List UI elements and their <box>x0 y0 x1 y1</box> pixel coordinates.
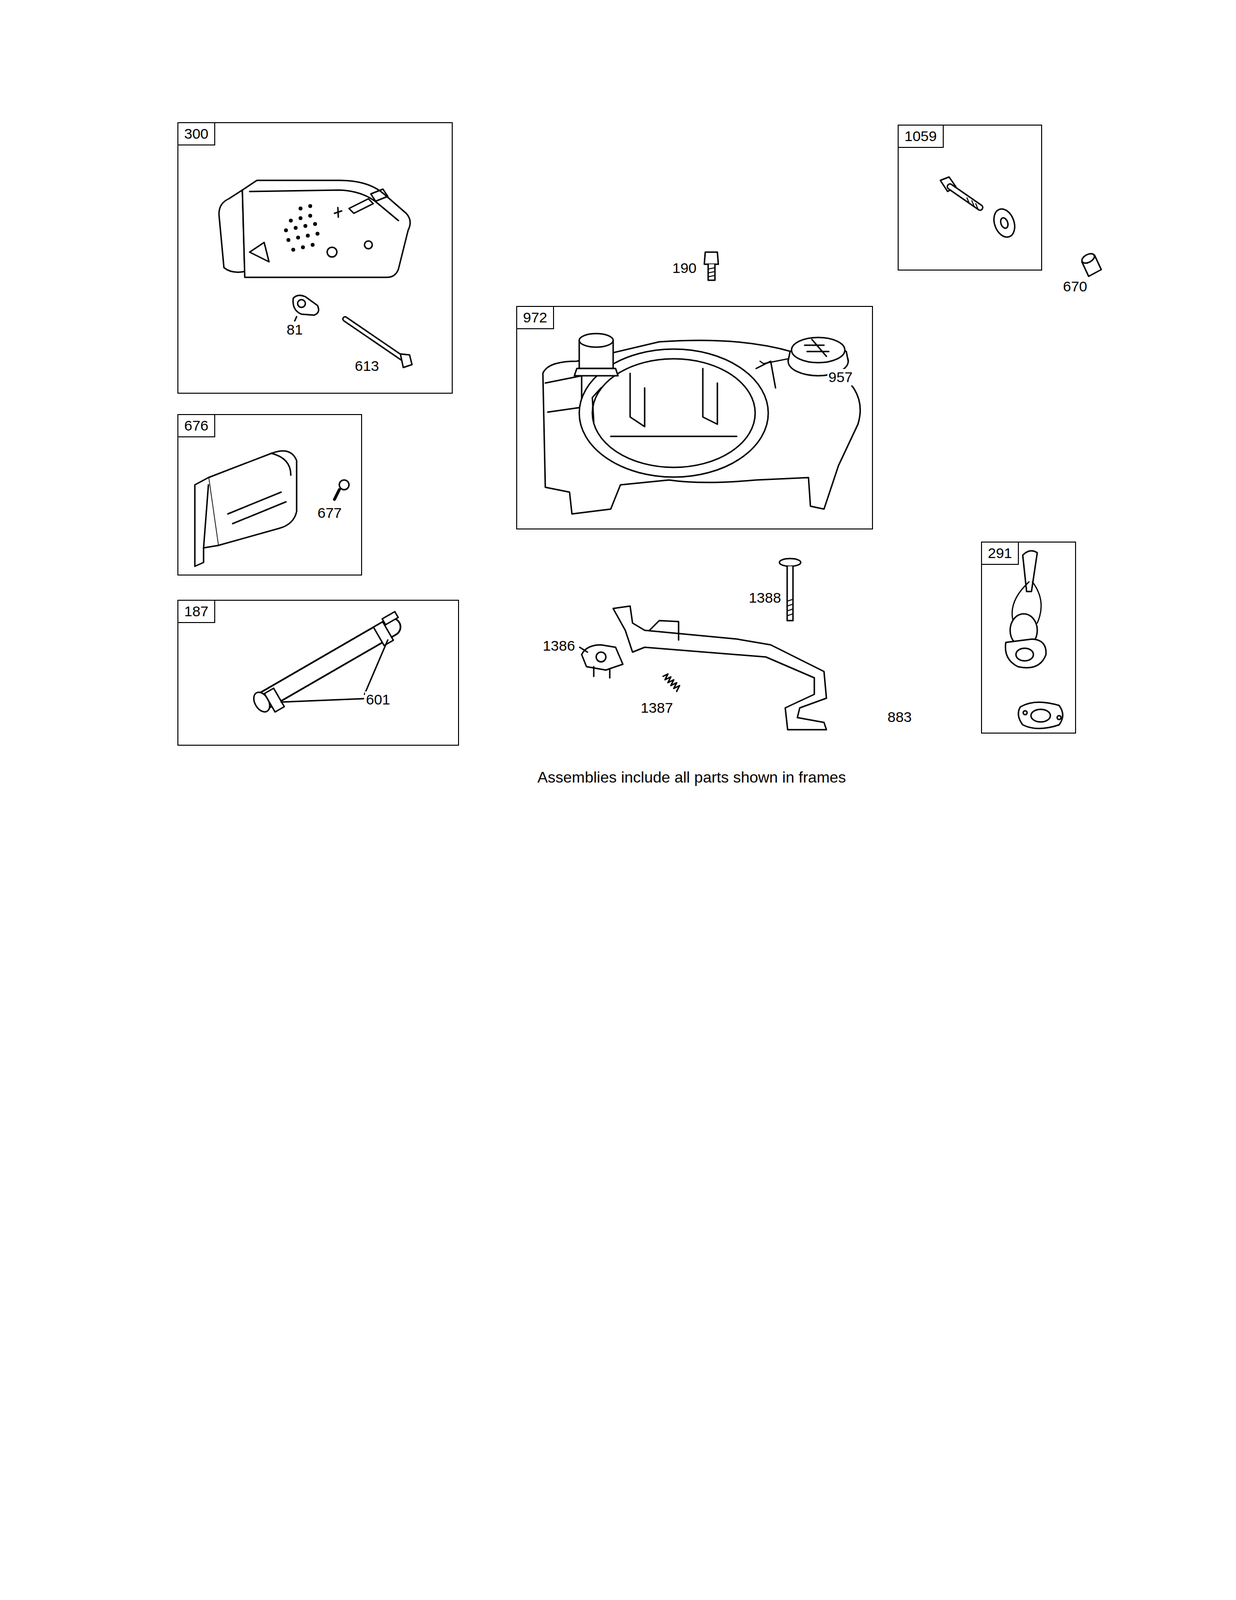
lock-plate <box>293 295 319 316</box>
screw <box>334 479 349 500</box>
callout-number: 1387 <box>639 699 675 717</box>
callout-number: 957 <box>827 368 854 386</box>
tube <box>250 611 399 715</box>
assembly-frame: 972 <box>516 305 873 530</box>
callout-number: 601 <box>364 691 392 709</box>
leader-line <box>579 647 588 652</box>
assembly-frame: 187 <box>177 599 460 746</box>
muffler-guard <box>194 450 297 567</box>
leader-line <box>294 316 297 321</box>
callout-number: 190 <box>671 259 698 277</box>
assembly-number: 972 <box>517 306 555 330</box>
callout-number: 1388 <box>747 589 783 607</box>
assembly-number: 1059 <box>898 125 944 148</box>
assembly-number: 300 <box>178 123 216 146</box>
caption: Assemblies include all parts shown in fr… <box>537 767 847 787</box>
assembly-number: 187 <box>178 600 216 623</box>
assembly-frame: 676 <box>177 413 363 576</box>
stud <box>779 558 801 621</box>
shoulder-bolt <box>940 176 1019 240</box>
callout-number: 883 <box>886 708 913 726</box>
fuel-valve <box>1005 550 1046 668</box>
spacer <box>1080 251 1102 277</box>
assembly-frame: 1059 <box>897 124 1043 271</box>
governor-bracket <box>581 605 827 730</box>
assembly-number: 291 <box>982 542 1019 565</box>
gasket <box>1018 701 1063 729</box>
leader-line <box>364 639 388 695</box>
assembly-frame: 300 <box>177 122 453 394</box>
spring <box>663 673 680 692</box>
assembly-number: 676 <box>178 414 216 438</box>
callout-number: 670 <box>1061 278 1089 296</box>
assembly-frame: 291 <box>981 541 1077 734</box>
leader-line <box>281 698 364 702</box>
callout-number: 677 <box>316 504 343 522</box>
callout-number: 81 <box>285 321 304 339</box>
callout-number: 613 <box>353 357 381 375</box>
bolt <box>704 252 719 281</box>
muffler <box>219 180 411 278</box>
callout-number: 1386 <box>541 637 577 655</box>
blower-housing <box>542 333 861 514</box>
